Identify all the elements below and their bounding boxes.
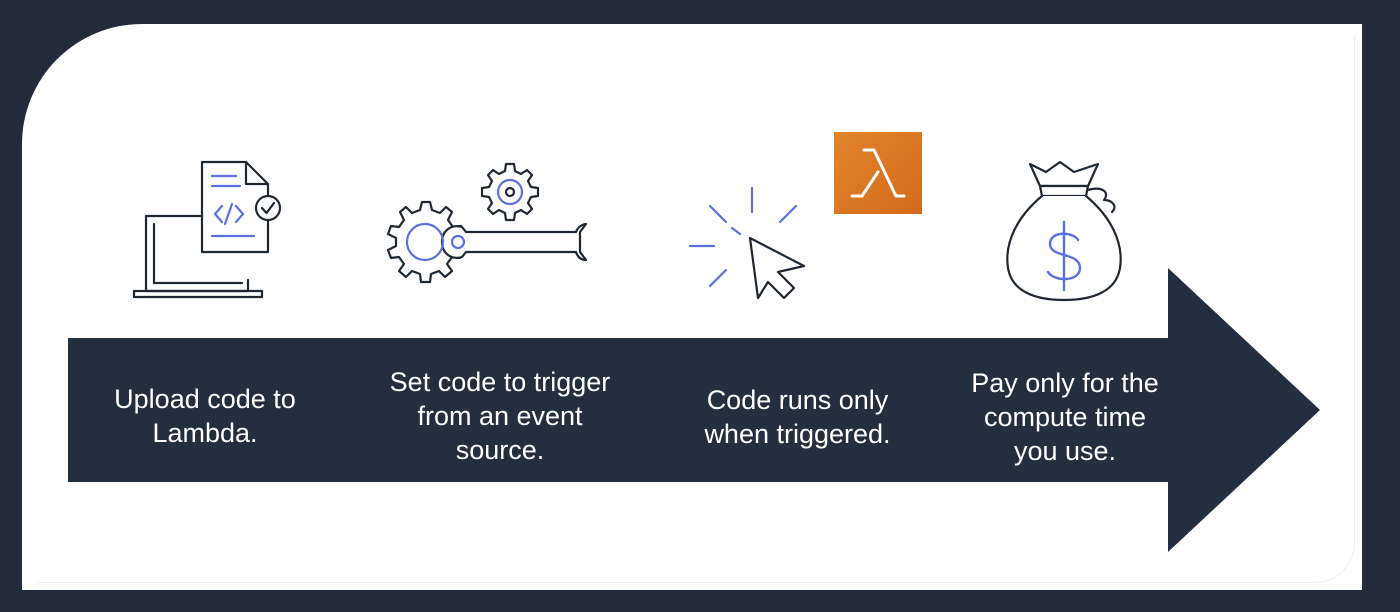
diagram-panel (22, 24, 1362, 590)
gears-wrench-icon (386, 162, 588, 284)
step-3-text: Code runs only when triggered. (704, 385, 891, 449)
cursor-click-icon (688, 186, 806, 300)
lambda-glyph (850, 148, 906, 198)
lambda-icon (834, 132, 922, 214)
flow-arrow-shape (68, 268, 1320, 552)
money-bag-icon (1006, 160, 1122, 302)
step-2-text: Set code to trigger from an event source… (389, 367, 611, 465)
laptop-code-document-icon (132, 160, 282, 299)
step-4-text: Pay only for the compute time you use. (971, 368, 1159, 466)
step-1-text: Upload code to Lambda. (114, 384, 296, 448)
